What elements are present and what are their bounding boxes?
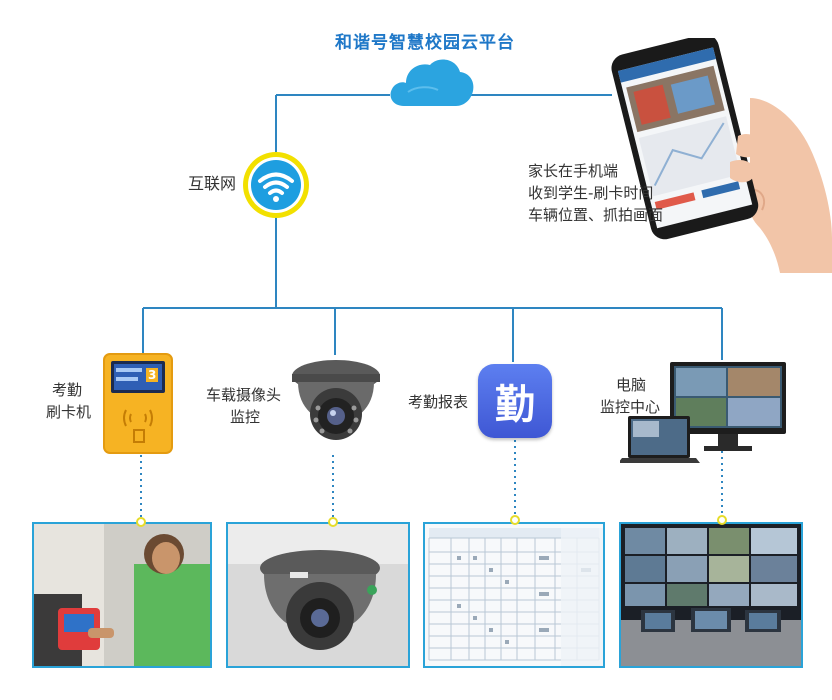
computer-label-line2: 监控中心 — [600, 398, 661, 416]
parent-phone-line-2: 收到学生-刷卡时间 — [528, 184, 654, 202]
report-icon: 勤 — [478, 364, 552, 438]
report-icon-text: 勤 — [495, 382, 535, 428]
platform-title: 和谐号智慧校园云平台 — [335, 33, 515, 53]
bus-camera-photo-marker — [328, 517, 338, 527]
attendance-table-photo-marker — [510, 515, 520, 525]
card-swipe-photo-marker — [136, 517, 146, 527]
attendance-table-photo — [423, 522, 605, 668]
card-swipe-photo — [32, 522, 212, 668]
internet-label: 互联网 — [188, 174, 237, 193]
camera-label-line1: 车载摄像头 — [206, 386, 282, 404]
dome-camera-device — [292, 360, 380, 440]
report-label: 考勤报表 — [408, 393, 469, 411]
card-reader-label-line2: 刷卡机 — [46, 403, 92, 421]
wifi-icon — [243, 152, 309, 218]
computer-monitor-device — [620, 362, 786, 463]
bus-camera-photo — [226, 522, 410, 668]
phone-in-hand — [611, 38, 832, 273]
monitoring-center-photo — [619, 522, 803, 668]
card-reader-device — [103, 353, 173, 454]
card-reader-label-line1: 考勤 — [52, 381, 83, 399]
cloud-icon — [390, 59, 474, 106]
parent-phone-line-3: 车辆位置、抓拍画面 — [528, 206, 664, 224]
card-reader-screen-digit: 3 — [146, 368, 159, 382]
parent-phone-line-1: 家长在手机端 — [528, 162, 619, 180]
computer-label-line1: 电脑 — [616, 376, 647, 394]
camera-label-line2: 监控 — [230, 408, 261, 426]
monitoring-center-photo-marker — [717, 515, 727, 525]
